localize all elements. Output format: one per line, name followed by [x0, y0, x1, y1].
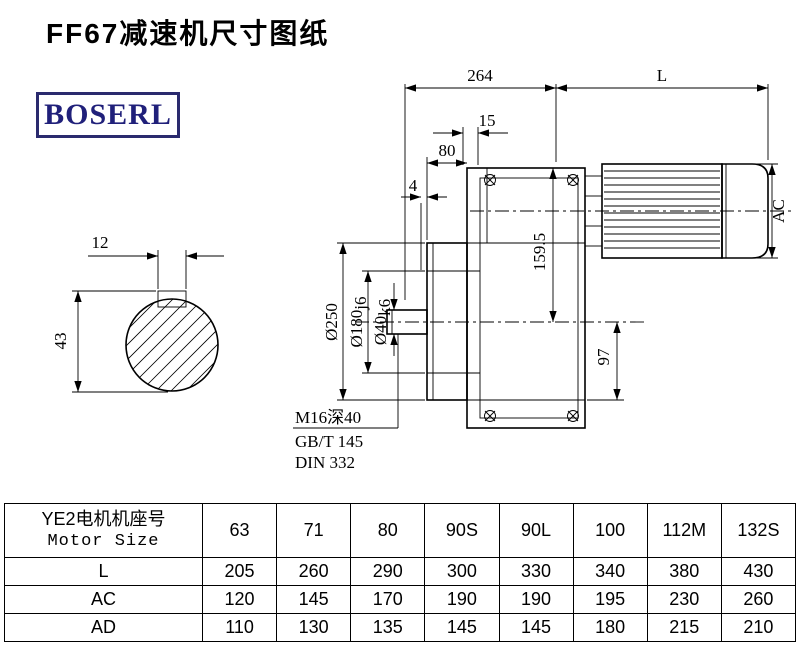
- table-header-motor-size: YE2电机机座号 Motor Size: [4, 503, 203, 558]
- table-cell: 180: [572, 613, 648, 642]
- dim-40-label: Ø40k6: [371, 299, 394, 345]
- dim-15-label: 15: [479, 111, 496, 130]
- table-cell: 110: [201, 613, 278, 642]
- table-row-AD: AD 110 130 135 145 145 180 215 210: [4, 613, 797, 642]
- table-cell: 190: [498, 585, 574, 614]
- table-header-size: 90S: [424, 503, 500, 558]
- dim-4-label: 4: [409, 176, 418, 195]
- technical-drawing: 12 43: [51, 66, 792, 472]
- table-cell: 380: [646, 557, 722, 586]
- table-header-size: 112M: [646, 503, 722, 558]
- table-cell: 340: [572, 557, 648, 586]
- table-cell: 290: [350, 557, 426, 586]
- brand-logo: BOSERL: [36, 92, 180, 138]
- table-cell: 205: [201, 557, 278, 586]
- table-header-size: 132S: [720, 503, 797, 558]
- table-cell: 145: [276, 585, 352, 614]
- keyway-slot: [157, 290, 187, 308]
- brand-logo-text: BOSERL: [44, 98, 172, 131]
- table-row-AC: AC 120 145 170 190 190 195 230 260: [4, 585, 797, 614]
- motor-size-label-cn: YE2电机机座号: [41, 508, 166, 529]
- table-header-size: 71: [276, 503, 352, 558]
- dim-250-label: Ø250: [322, 303, 341, 341]
- table-header-size: 90L: [498, 503, 574, 558]
- row-label-AD: AD: [4, 613, 203, 642]
- table-cell: 430: [720, 557, 797, 586]
- note-line-2: GB/T 145: [295, 432, 363, 451]
- dim-43-label: 43: [51, 333, 70, 350]
- table-cell: 215: [646, 613, 722, 642]
- gearbox-main-view: [355, 163, 792, 429]
- table-header-row: YE2电机机座号 Motor Size 63 71 80 90S 90L 100…: [4, 503, 797, 558]
- dim-180-label: Ø180j6: [347, 296, 370, 347]
- motor-size-label-en: Motor Size: [47, 532, 160, 552]
- table-header-size: 63: [201, 503, 278, 558]
- table-cell: 300: [424, 557, 500, 586]
- gear-housing: [466, 167, 586, 429]
- table-cell: 195: [572, 585, 648, 614]
- dim-L-label: L: [657, 66, 667, 85]
- table-cell: 230: [646, 585, 722, 614]
- table-cell: 120: [201, 585, 278, 614]
- page-title: FF67减速机尺寸图纸: [46, 18, 330, 49]
- table-cell: 260: [276, 557, 352, 586]
- table-cell: 130: [276, 613, 352, 642]
- row-label-L: L: [4, 557, 203, 586]
- note-line-3: DIN 332: [295, 453, 355, 472]
- table-cell: 260: [720, 585, 797, 614]
- table-cell: 145: [498, 613, 574, 642]
- table-header-size: 100: [572, 503, 648, 558]
- dim-AC-label: AC: [769, 199, 788, 223]
- dim-97-label: 97: [594, 348, 613, 366]
- note-line-1: M16深40: [295, 408, 361, 427]
- table-cell: 170: [350, 585, 426, 614]
- dimension-12: 12: [88, 233, 224, 289]
- dimension-43: 43: [51, 290, 168, 393]
- shaft-section-view: 12 43: [51, 233, 224, 393]
- dimension-table: YE2电机机座号 Motor Size 63 71 80 90S 90L 100…: [4, 503, 797, 642]
- thread-note: M16深40 GB/T 145 DIN 332: [293, 334, 399, 472]
- dim-159-5-label: 159.5: [530, 233, 549, 271]
- table-header-size: 80: [350, 503, 426, 558]
- table-cell: 210: [720, 613, 797, 642]
- section-hatching: [126, 299, 218, 391]
- table-cell: 135: [350, 613, 426, 642]
- table-cell: 190: [424, 585, 500, 614]
- dimensions: 264 L 15 80 4 AC Ø250 Ø180j6: [322, 66, 788, 401]
- dim-80-label: 80: [439, 141, 456, 160]
- table-cell: 145: [424, 613, 500, 642]
- table-row-L: L 205 260 290 300 330 340 380 430: [4, 557, 797, 586]
- motor-fins: [604, 170, 720, 249]
- dim-12-label: 12: [92, 233, 109, 252]
- row-label-AC: AC: [4, 585, 203, 614]
- table-cell: 330: [498, 557, 574, 586]
- housing-bolts: [484, 174, 579, 422]
- dim-264-label: 264: [467, 66, 493, 85]
